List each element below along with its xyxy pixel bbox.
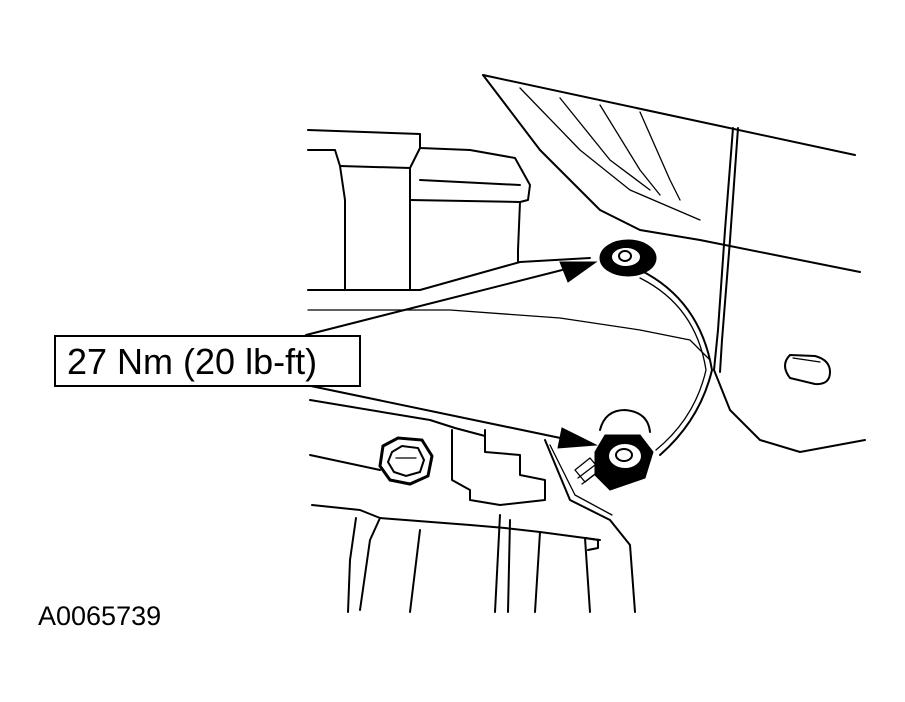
arrow-lower [557,427,598,449]
left-bolt [378,436,434,486]
lower-housing-outline [309,399,636,613]
upper-nut [599,239,657,277]
leader-lines [305,261,598,449]
torque-callout-label: 27 Nm (20 lb-ft) [67,341,317,382]
torque-callout: 27 Nm (20 lb-ft) [54,335,361,387]
wire-harness [639,269,713,456]
arrow-upper [559,261,598,283]
upper-bracket-panel [482,74,866,453]
lower-nut [574,409,654,491]
figure-id: A0065739 [38,601,161,631]
engine-block-outline [307,129,711,361]
